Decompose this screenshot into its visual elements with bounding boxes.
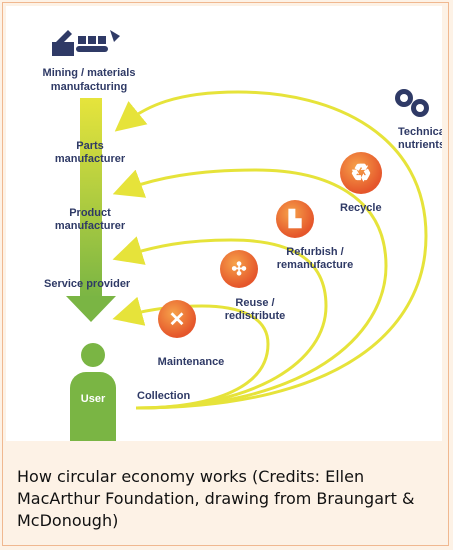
- recycle-icon: ♻: [340, 152, 382, 194]
- parts-manufacturer-label: Parts manufacturer: [54, 140, 126, 165]
- wrench-screwdriver-icon: ✕: [158, 300, 196, 338]
- gears-icon: [395, 89, 429, 117]
- maintenance-label: Maintenance: [157, 356, 225, 368]
- factory-icon: ▙: [276, 200, 314, 238]
- user-figure: [70, 372, 116, 441]
- diagram-graphics: [52, 30, 429, 410]
- product-manufacturer-label: Product manufacturer: [54, 207, 126, 232]
- factory-conveyor-icon: [52, 30, 120, 56]
- user-label: User: [80, 393, 106, 405]
- mining-label: Mining / materials manufacturing: [42, 67, 136, 93]
- circular-economy-diagram: Mining / materials manufacturing Parts m…: [6, 6, 442, 441]
- collection-label: Collection: [137, 390, 191, 402]
- figure-caption: How circular economy works (Credits: Ell…: [17, 467, 415, 530]
- main-flow-arrow: [66, 98, 116, 322]
- user-head: [81, 343, 105, 367]
- refurbish-label: Refurbish / remanufacture: [276, 246, 354, 271]
- service-provider-label: Service provider: [44, 278, 131, 290]
- reuse-label: Reuse / redistribute: [224, 297, 286, 322]
- box-icon: ✣: [220, 250, 258, 288]
- refurbish-loop-arrow: [112, 168, 388, 410]
- recycle-label: Recycle: [340, 202, 382, 214]
- technical-nutrients-label: Technical nutrients: [398, 126, 442, 151]
- reuse-loop-arrow: [112, 236, 328, 410]
- recycle-loop-arrow: [114, 90, 428, 410]
